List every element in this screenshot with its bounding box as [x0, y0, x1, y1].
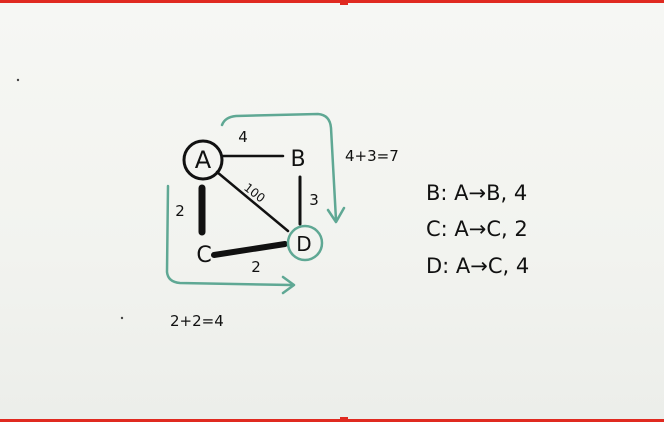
bottom-edge-marker [340, 417, 348, 422]
node-d-circle [286, 224, 324, 262]
edge-a-c-weight: 2 [175, 202, 185, 220]
node-d-label: D [296, 232, 311, 256]
edge-a-b-weight: 4 [238, 128, 248, 146]
top-edge-marker [340, 0, 348, 5]
result-c: C: A→C, 2 [426, 217, 528, 241]
path-arrow-b-d-head [326, 206, 346, 224]
board-speck [120, 316, 124, 320]
path-arrow-c-d [165, 184, 294, 287]
edge-c-d-weight: 2 [251, 258, 261, 276]
edge-a-d [215, 170, 290, 233]
node-b-label: B [290, 147, 305, 172]
node-a-circle [182, 139, 224, 181]
edge-c-d [211, 241, 288, 258]
path-arrow-b-d [220, 112, 338, 222]
board-speck [16, 78, 20, 82]
path-sum-b-d: 4+3=7 [345, 147, 399, 165]
edge-b-d-weight: 3 [309, 191, 319, 209]
path-arrow-c-d-head [281, 275, 296, 295]
node-c-label: C [196, 243, 211, 268]
node-a-label: A [195, 146, 212, 174]
path-sum-c-d: 2+2=4 [170, 312, 224, 330]
result-d: D: A→C, 4 [426, 254, 529, 278]
edge-a-d-weight: 100 [241, 180, 268, 205]
result-b: B: A→B, 4 [426, 181, 527, 205]
